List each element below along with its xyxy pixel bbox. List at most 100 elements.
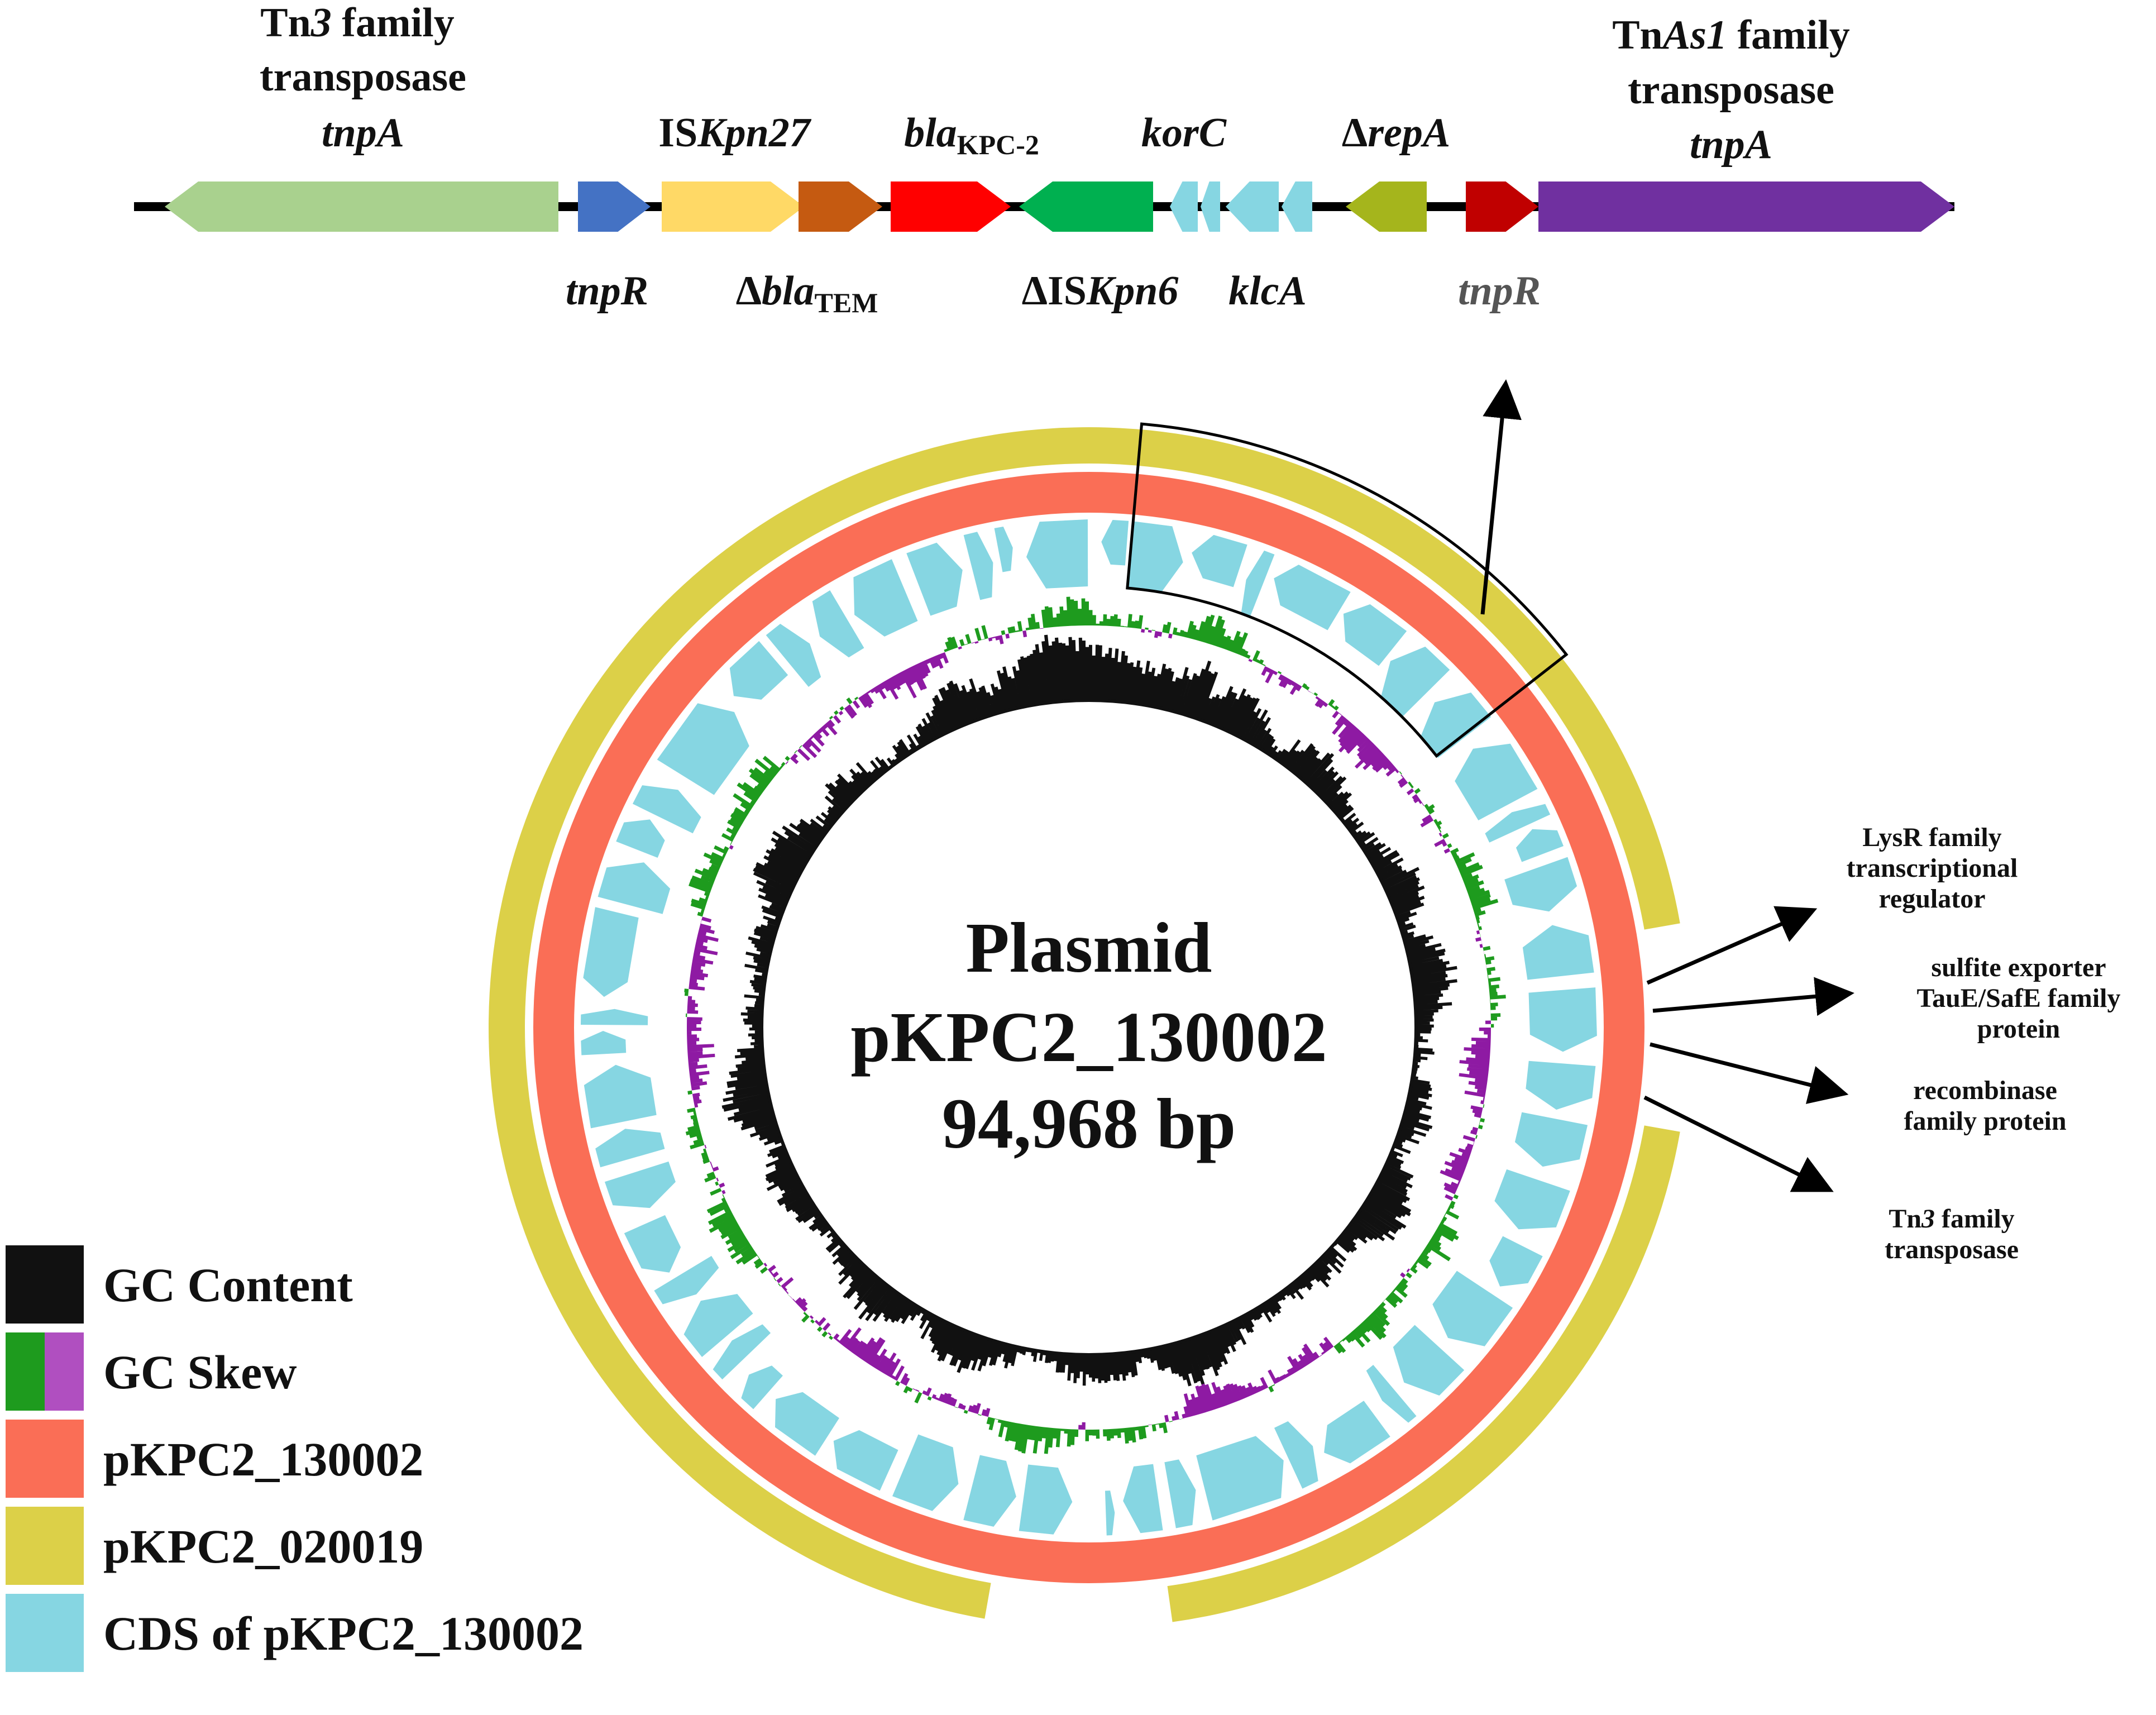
gene-arrows (165, 181, 1954, 232)
cds-arrow (1274, 1421, 1318, 1489)
tnas1-label-line3: tnpA (1690, 122, 1772, 168)
cds-arrow (1196, 1436, 1284, 1521)
ann-sulfite-line1: sulfite exporter (1931, 953, 2106, 982)
cds-arrow (1101, 519, 1129, 566)
ann-recomb-line1: recombinase (1913, 1076, 2057, 1105)
cds-arrow (1105, 1491, 1115, 1536)
korc-gene-1 (1170, 181, 1198, 232)
cds-arrow (583, 907, 639, 997)
center-title-line2: pKPC2_130002 (850, 997, 1327, 1077)
cds-arrow (595, 1129, 665, 1168)
cds-arrow (616, 819, 665, 858)
blakpc2-label: blaKPC-2 (904, 110, 1039, 160)
korc-label: korC (1141, 110, 1227, 156)
legend-swatch-0 (6, 1245, 84, 1324)
tnpA-tn3-gene (165, 181, 558, 232)
arrow-to-top-map (1480, 379, 1522, 615)
tnpR-gene-2 (1466, 181, 1538, 232)
cds-arrow (713, 1324, 771, 1380)
arrow-tn3 (1643, 1095, 1834, 1192)
tn3-label-line3: tnpA (322, 110, 404, 156)
ann-lysr-line2: transcriptional (1847, 853, 2018, 883)
tnas1-label-line2: transposase (1628, 67, 1834, 113)
cds-arrow (1432, 1270, 1513, 1346)
cds-arrow (1485, 804, 1551, 843)
cds-arrow (657, 703, 749, 795)
cds-arrow (1528, 987, 1597, 1052)
legend-swatch-2 (6, 1420, 84, 1498)
korc-gene-2 (1201, 181, 1220, 232)
cds-arrow (833, 1430, 898, 1491)
cds-arrow (1514, 1112, 1588, 1167)
gc-baseline (760, 699, 1418, 1356)
cds-arrow (584, 1064, 657, 1129)
cds-arrow (683, 1293, 753, 1357)
cds-arrow (1380, 646, 1450, 717)
legend-swatch-3 (6, 1507, 84, 1585)
cds-arrow (775, 1392, 839, 1456)
center-title-line1: Plasmid (966, 908, 1212, 987)
cds-arrow (853, 559, 918, 637)
legend-label-0: GC Content (103, 1258, 353, 1312)
cds-arrow (1366, 1364, 1417, 1423)
cds-arrow (1241, 550, 1275, 617)
ann-sulfite-line2: TauE/SafE family (1917, 983, 2121, 1013)
cds-arrow (1421, 692, 1491, 758)
klca-label: klcA (1228, 268, 1307, 314)
ann-sulfite-line3: protein (1977, 1014, 2060, 1044)
cds-arrow (1274, 565, 1351, 630)
circular-plasmid-map (488, 422, 1680, 1622)
cds-arrow (581, 1009, 648, 1025)
cds-arrow (604, 1161, 676, 1208)
cds-arrow (1192, 534, 1247, 587)
legend-swatch-1 (6, 1332, 45, 1411)
cds-arrow (581, 1031, 627, 1055)
cds-arrow (892, 1434, 959, 1511)
cds-arrow (963, 532, 993, 600)
legend-label-4: CDS of pKPC2_130002 (103, 1607, 584, 1660)
cds-arrow (1522, 925, 1594, 980)
legend: GC Content GC Skew pKPC2_130002 pKPC2_02001… (6, 1245, 584, 1672)
cds-arrow (729, 641, 788, 700)
tnpr2-label: tnpR (1458, 268, 1541, 314)
cds-arrow (597, 862, 671, 914)
ann-lysr-line1: LysR family (1862, 823, 2001, 852)
cds-arrow (1343, 604, 1407, 666)
iskpn6-label: ΔISKpn6 (1022, 268, 1179, 314)
delta-iskpn6-gene (1019, 181, 1153, 232)
legend-swatch-4 (6, 1594, 84, 1672)
linear-gene-map: Tn3 family transposase tnpA ISKpn27 blaK… (134, 0, 1954, 318)
cds-arrow (624, 1215, 681, 1273)
legend-label-2: pKPC2_130002 (103, 1432, 423, 1486)
legend-label-3: pKPC2_020019 (103, 1520, 423, 1573)
arrow-lysr (1646, 906, 1818, 985)
ann-lysr-line3: regulator (1878, 884, 1985, 914)
cds-arrow (1128, 521, 1183, 593)
tn3-label-line1: Tn3 family (260, 0, 454, 46)
ann-tn3-line1: Tn3 family (1889, 1204, 2014, 1234)
cds-arrow (1019, 1464, 1073, 1535)
legend-label-1: GC Skew (103, 1345, 297, 1399)
tnpA-tnas1-gene (1538, 181, 1954, 232)
cds-arrow (1494, 1169, 1570, 1230)
blatem-label: ΔblaTEM (736, 268, 878, 318)
cds-arrow (1324, 1401, 1390, 1464)
annotation-arrows (1480, 379, 1854, 1192)
cds-arrow (766, 624, 821, 687)
right-annotations: LysR family transcriptional regulator su… (1847, 823, 2121, 1264)
klca-gene-2 (1282, 181, 1312, 232)
cds-arrow (812, 590, 864, 658)
ann-tn3-line2: transposase (1885, 1235, 2019, 1264)
delta-blatem-gene (799, 181, 882, 232)
inner-white-disc (762, 700, 1416, 1355)
cds-arrow (632, 785, 701, 834)
blakpc2-gene (891, 181, 1011, 232)
cds-arrow (963, 1455, 1016, 1527)
tn3-label-line2: transposase (260, 54, 466, 100)
klca-gene-1 (1226, 181, 1279, 232)
cds-arrow (1504, 857, 1577, 912)
legend-swatch-1-b (45, 1332, 84, 1411)
cds-arrow (654, 1255, 719, 1305)
delta-repa-gene (1346, 181, 1427, 232)
